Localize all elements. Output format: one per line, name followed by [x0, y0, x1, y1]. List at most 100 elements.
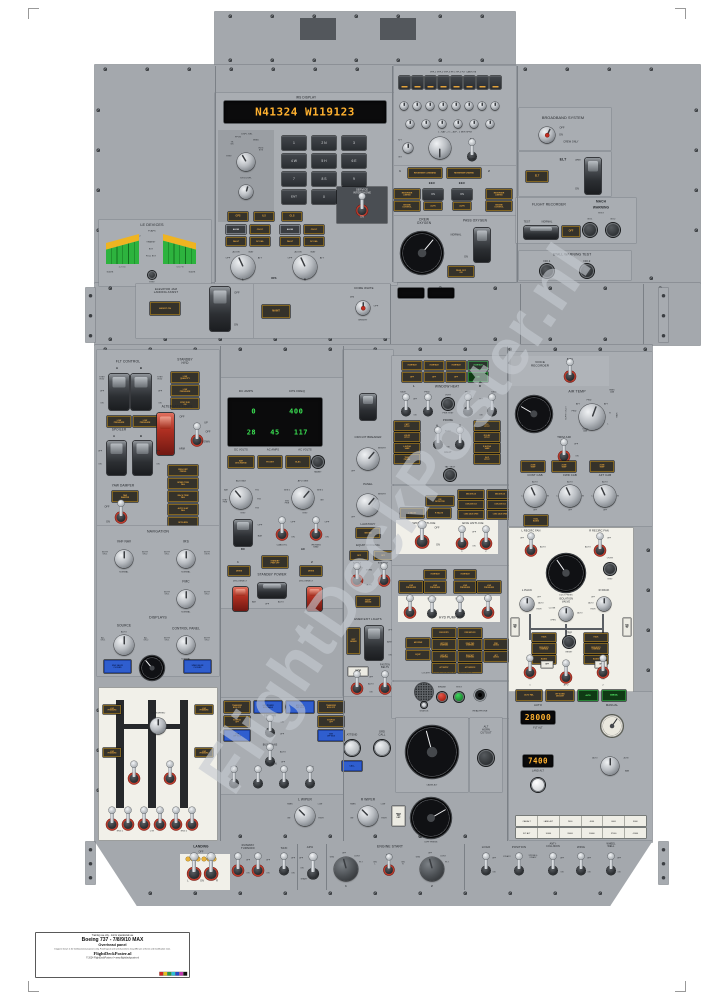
fuel-pump-switch[interactable] — [123, 807, 134, 829]
fuel-pump-switch[interactable] — [171, 807, 182, 829]
irs-left-knob[interactable] — [231, 255, 255, 279]
stall-warning-test-1-button[interactable] — [540, 264, 554, 278]
spoiler-a-switch[interactable] — [107, 441, 126, 475]
irs-key[interactable]: 4 W — [282, 154, 306, 168]
apu-gen-1-switch[interactable] — [253, 766, 264, 788]
fmc-source-knob[interactable] — [177, 590, 195, 608]
gen-1-disconnect-guard[interactable] — [233, 587, 248, 611]
le-devices-test-button[interactable] — [148, 271, 156, 279]
dome-white-knob[interactable] — [356, 301, 370, 315]
alternate-flaps-switch[interactable] — [192, 423, 203, 445]
audio-key[interactable] — [425, 76, 436, 89]
probe-heat-a-switch[interactable] — [433, 427, 444, 449]
cvr-test-button[interactable] — [454, 692, 464, 702]
audio-volume-knob[interactable] — [439, 102, 447, 110]
mach-warning-test-2-button[interactable] — [606, 223, 620, 237]
grd-pwr-switch[interactable] — [265, 715, 276, 737]
audio-key[interactable] — [438, 76, 449, 89]
elt-guard-switch[interactable] — [585, 158, 601, 194]
tat-test-button[interactable] — [444, 469, 456, 481]
ctr-fuel-pump-switch[interactable] — [129, 761, 140, 783]
elec-2-hyd-pump-switch[interactable] — [427, 596, 438, 618]
audio-volume-knob[interactable] — [491, 102, 499, 110]
gen-2-disconnect-guard[interactable] — [307, 587, 322, 611]
irs-key[interactable]: 6 E — [342, 154, 366, 168]
taxi-light-switch[interactable] — [279, 853, 290, 875]
isolation-valve-knob[interactable] — [559, 607, 573, 621]
audio-volume-knob[interactable] — [452, 102, 460, 110]
audio-key[interactable] — [490, 76, 501, 89]
no-smoking-switch[interactable] — [352, 671, 363, 693]
mach-warning-test-1-button[interactable] — [583, 223, 597, 237]
emer-exit-lights-guard[interactable] — [365, 626, 383, 660]
pressurization-mode-knob[interactable] — [601, 757, 619, 775]
spoiler-b-switch[interactable] — [133, 441, 152, 475]
engine-1-start-knob[interactable] — [334, 857, 358, 881]
voice-recorder-switch[interactable] — [565, 359, 576, 381]
window-heat-l-fwd-switch[interactable] — [423, 394, 434, 416]
window-heat-l-side-switch[interactable] — [401, 394, 412, 416]
eng-2-hyd-pump-switch[interactable] — [483, 595, 494, 617]
gen-2-switch[interactable] — [305, 766, 316, 788]
gen-1-switch[interactable] — [229, 766, 240, 788]
bleed-1-switch[interactable] — [525, 655, 536, 677]
audio-adf-knob[interactable] — [438, 120, 446, 128]
eng-1-hyd-pump-switch[interactable] — [405, 595, 416, 617]
audio-mkr-knob[interactable] — [470, 120, 478, 128]
runway-turnoff-r-switch[interactable] — [253, 853, 264, 875]
irs-key[interactable]: 9 — [342, 172, 366, 186]
l-pack-knob[interactable] — [520, 597, 534, 611]
broadband-knob[interactable] — [539, 127, 555, 143]
unlabeled-guard-switch[interactable] — [360, 394, 376, 420]
alternate-flaps-guard[interactable] — [157, 413, 174, 455]
panel-light-knob[interactable] — [357, 494, 379, 516]
audio-key[interactable] — [477, 76, 488, 89]
stall-warning-test-2-button[interactable] — [580, 264, 594, 278]
cvr-erase-button[interactable] — [437, 692, 447, 702]
dspl-sel-knob[interactable] — [237, 153, 255, 171]
equip-cooling-exhaust-switch[interactable] — [379, 563, 390, 585]
audio-spkr-knob[interactable] — [486, 120, 494, 128]
eec-on-button[interactable]: ON — [423, 189, 443, 200]
audio-volume-knob[interactable] — [400, 102, 408, 110]
logo-light-switch[interactable] — [481, 853, 492, 875]
bleed-2-switch[interactable] — [598, 655, 609, 677]
wing-light-switch[interactable] — [576, 853, 587, 875]
ovht-test-button[interactable] — [604, 563, 616, 575]
r-pack-knob[interactable] — [597, 597, 611, 611]
eng-1-anti-ice-switch[interactable] — [457, 526, 468, 548]
landing-light-r-switch[interactable] — [204, 852, 217, 880]
irs-key[interactable]: 0 — [312, 190, 336, 204]
circuit-breaker-light-knob[interactable] — [357, 448, 379, 470]
irs-key[interactable]: 1 — [282, 136, 306, 150]
apu-start-switch[interactable] — [306, 852, 319, 880]
air-temp-selector-knob[interactable] — [579, 404, 605, 430]
left-wiper-knob[interactable] — [295, 806, 315, 826]
irs-right-knob[interactable] — [293, 255, 317, 279]
apu-gen-2-switch[interactable] — [279, 766, 290, 788]
cont-cab-temp-knob[interactable] — [524, 485, 546, 507]
elevator-jam-switch[interactable] — [210, 287, 230, 331]
rt-int-knob[interactable] — [403, 143, 413, 153]
cvr-status-light[interactable] — [421, 702, 427, 708]
audio-nav-knob[interactable] — [406, 120, 414, 128]
ignition-select-switch[interactable] — [384, 854, 394, 874]
irs-key[interactable]: 2 N — [312, 136, 336, 150]
audio-key[interactable] — [412, 76, 423, 89]
eng-2-anti-ice-switch[interactable] — [481, 526, 492, 548]
window-heat-r-side-switch[interactable] — [487, 394, 498, 416]
displays-source-knob[interactable] — [114, 635, 134, 655]
headphone-jack[interactable] — [475, 690, 485, 700]
yaw-damper-switch[interactable] — [116, 500, 127, 522]
irs-source-knob[interactable] — [177, 550, 195, 568]
fwd-cab-temp-knob[interactable] — [559, 485, 581, 507]
window-heat-r-fwd-switch[interactable] — [463, 394, 474, 416]
attend-call-button[interactable] — [344, 740, 360, 756]
audio-adf-knob[interactable] — [454, 120, 462, 128]
audio-nav-knob[interactable] — [422, 120, 430, 128]
service-interphone-switch[interactable] — [357, 193, 368, 215]
audio-volume-knob[interactable] — [426, 102, 434, 110]
audio-volume-knob[interactable] — [413, 102, 421, 110]
ac-meters-knob[interactable] — [292, 487, 314, 509]
fuel-pump-switch[interactable] — [155, 807, 166, 829]
